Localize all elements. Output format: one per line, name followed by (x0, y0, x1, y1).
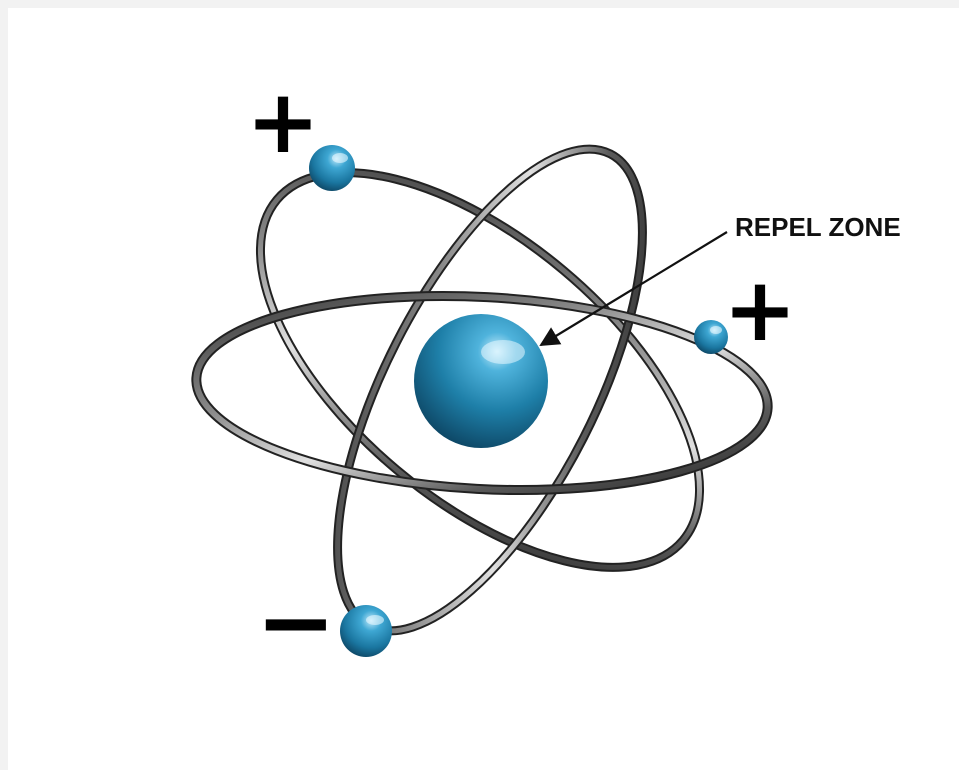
diagram-canvas: + + − REPEL ZONE (8, 8, 959, 770)
annotation-label: REPEL ZONE (735, 212, 901, 242)
atom-diagram: + + − REPEL ZONE (8, 8, 959, 770)
nucleus-sphere (414, 314, 548, 448)
charge-sign-top-left: + (246, 70, 320, 173)
charge-sign-right: + (723, 258, 797, 361)
charge-sign-bottom-left: − (256, 566, 336, 678)
electron-bottom-left (340, 605, 392, 657)
